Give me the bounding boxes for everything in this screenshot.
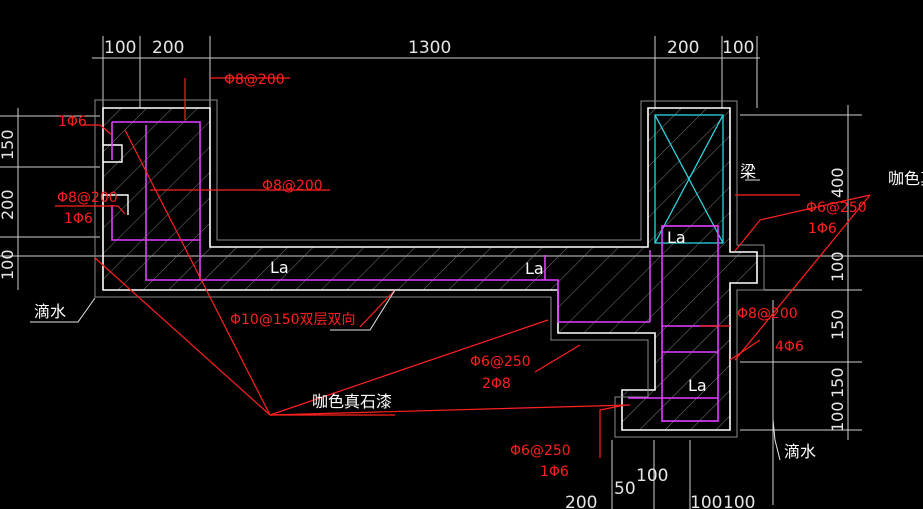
dim-left-3: 100 (0, 249, 17, 280)
bottom-dimension-line (611, 440, 691, 509)
dim-top-5: 100 (722, 38, 754, 58)
dim-right-2: 100 (828, 251, 847, 282)
concrete-section (94, 99, 765, 438)
rebar-left-mid-count: 1Φ6 (64, 211, 93, 227)
rebar-mid-count: 2Φ8 (482, 376, 511, 392)
beam-label: 梁 (740, 162, 756, 181)
top-dimension-line (92, 36, 760, 108)
rebar-right-count: 4Φ6 (775, 339, 804, 355)
dim-top-2: 200 (152, 38, 184, 58)
rebar-right-top: Φ6@250 (806, 200, 867, 216)
beam-outline (654, 114, 724, 244)
dim-top-3: 1300 (408, 38, 451, 58)
rebar-left-mid: Φ8@200 (57, 190, 118, 206)
coating-right-label: 咖色真 (888, 169, 923, 188)
rebar-wall-inner: Φ8@200 (262, 178, 323, 194)
rebar-slab: Φ10@150双层双向 (230, 312, 356, 328)
dim-top-4: 200 (667, 38, 699, 58)
dim-left-2: 200 (0, 189, 17, 220)
drip-leaders (30, 179, 781, 461)
rebar-mid-dist: Φ6@250 (470, 354, 531, 370)
dim-bottom-1: 50 (614, 479, 636, 499)
rebar-top-bar: Φ8@200 (224, 72, 285, 88)
rebar-bottom-dist: Φ6@250 (510, 443, 571, 459)
drip-left-label: 滴水 (34, 302, 66, 321)
dim-right-5: 100 (828, 401, 847, 432)
dim-bottom-3: 200 (565, 493, 597, 509)
anchor-label-4: La (688, 376, 707, 395)
anchor-label-1: La (270, 258, 289, 277)
anchor-label-2: La (525, 259, 544, 278)
rebar-bottom-count: 1Φ6 (540, 464, 569, 480)
dim-right-3: 150 (828, 309, 847, 340)
dim-bottom-5: 100 (723, 493, 755, 509)
coating-label: 咖色真石漆 (312, 392, 392, 411)
dim-left-1: 150 (0, 129, 17, 160)
dim-right-4: 150 (828, 367, 847, 398)
dim-right-1: 400 (828, 167, 847, 198)
dim-top-1: 100 (104, 38, 136, 58)
dim-bottom-2: 100 (636, 466, 668, 486)
rebar-left-corner: 1Φ6 (58, 114, 87, 130)
rebar-right-top-count: 1Φ6 (808, 221, 837, 237)
right-dimension-line (740, 105, 862, 505)
leader-lines (55, 77, 871, 458)
drip-right-label: 滴水 (784, 442, 816, 461)
anchor-label-3: La (667, 228, 686, 247)
rebar-right-stirrup: Φ8@200 (737, 306, 798, 322)
dim-bottom-4: 100 (690, 493, 722, 509)
